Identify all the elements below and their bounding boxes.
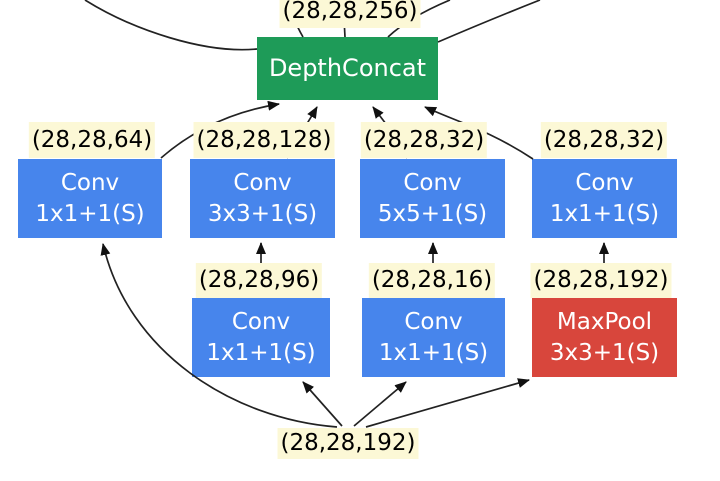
node-conv-1x1-16: Conv 1x1+1(S) — [362, 298, 505, 377]
node-maxpool-3x3: MaxPool 3x3+1(S) — [532, 298, 677, 377]
shape-label-shape-16: (28,28,16) — [368, 263, 496, 298]
node-conv-5x5-32: Conv 5x5+1(S) — [360, 159, 505, 238]
shape-label-shape-128: (28,28,128) — [193, 122, 335, 158]
edge-out-up-right — [437, 0, 541, 43]
node-conv-3x3-128: Conv 3x3+1(S) — [190, 159, 335, 238]
edge-input-to-conv96 — [302, 381, 343, 427]
node-conv-1x1-32: Conv 1x1+1(S) — [532, 159, 677, 238]
node-depthconcat: DepthConcat — [257, 37, 438, 100]
shape-label-shape-in-192: (28,28,192) — [277, 428, 419, 459]
shape-label-shape-32-b: (28,28,32) — [540, 122, 668, 158]
shape-label-shape-192-pool: (28,28,192) — [530, 263, 672, 298]
edge-input-to-conv16 — [353, 381, 407, 427]
edge-out-up-left — [84, 0, 258, 51]
shape-label-shape-out-256: (28,28,256) — [279, 0, 421, 28]
edge-input-to-maxpool — [365, 378, 530, 428]
shape-label-shape-96: (28,28,96) — [195, 263, 323, 298]
node-conv-1x1-96: Conv 1x1+1(S) — [192, 298, 330, 377]
shape-label-shape-64: (28,28,64) — [28, 122, 156, 158]
node-conv-1x1-64: Conv 1x1+1(S) — [18, 159, 162, 238]
shape-label-shape-32-a: (28,28,32) — [360, 122, 488, 158]
